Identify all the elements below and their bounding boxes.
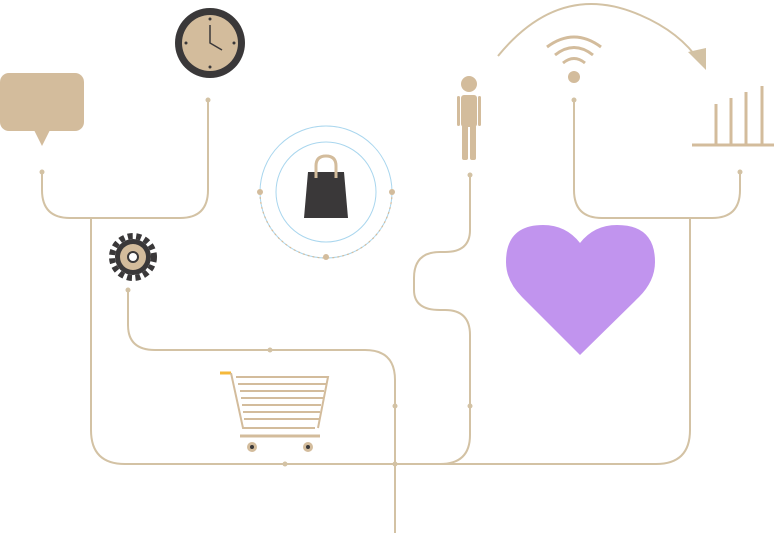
shopping-bag-icon bbox=[257, 125, 395, 260]
arrow-head-icon bbox=[688, 48, 706, 70]
clock-icon bbox=[175, 8, 245, 78]
connector-lines bbox=[41, 3, 741, 533]
shopping-cart-icon bbox=[220, 371, 330, 452]
person-connector bbox=[413, 175, 471, 465]
wifi-chart-connector bbox=[573, 100, 741, 219]
wifi-icon bbox=[546, 35, 602, 83]
chat-bubble-icon bbox=[0, 73, 84, 146]
main-loop bbox=[90, 218, 691, 465]
bar-chart-icon bbox=[692, 86, 774, 147]
heart-icon bbox=[506, 225, 655, 355]
gear-icon bbox=[109, 233, 157, 281]
connector-dots bbox=[39, 97, 743, 467]
person-icon bbox=[457, 76, 481, 160]
clock-connector bbox=[41, 100, 209, 219]
curved-arrow-icon bbox=[497, 3, 701, 63]
gear-connector bbox=[127, 290, 396, 533]
